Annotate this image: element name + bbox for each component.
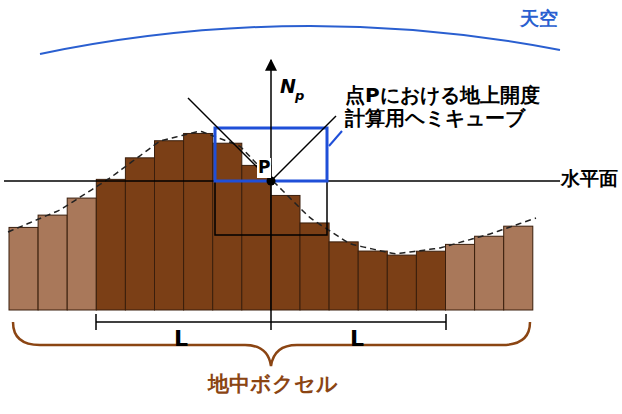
plane-label: 水平面: [561, 168, 618, 190]
hemicube-label: 点Pにおける地上開度 計算用ヘミキューブ: [344, 84, 551, 130]
voxel-bar: [184, 133, 213, 310]
leader-line: [329, 131, 342, 146]
voxel-bar: [475, 236, 504, 310]
voxel-bar: [213, 143, 242, 310]
point-p: [267, 177, 276, 186]
voxel-bar: [358, 251, 387, 310]
sky-label: 天空: [520, 8, 558, 30]
voxel-bar: [446, 244, 475, 310]
brace: [13, 322, 530, 366]
voxel-bar: [67, 198, 96, 310]
sky-arc: [40, 26, 560, 54]
dimension-lines: [96, 314, 446, 330]
center-line: [270, 181, 272, 330]
normal-label: N: [280, 76, 296, 98]
ground-voxel-label: 地中ボクセル: [208, 372, 338, 396]
dimension-label: L: [350, 326, 364, 351]
voxel-bar: [387, 255, 416, 310]
point-label: P: [257, 158, 271, 178]
voxel-bar: [96, 179, 125, 310]
normal-subscript: p: [295, 89, 304, 104]
voxel-bar: [38, 215, 67, 310]
dimension-label: L: [174, 326, 188, 351]
voxel-bar: [504, 226, 533, 310]
view-line: [271, 116, 336, 181]
voxel-bar: [329, 242, 358, 310]
voxel-bar: [242, 165, 271, 310]
voxel-bar: [9, 227, 38, 310]
voxel-bar: [155, 141, 184, 310]
voxel-bar: [300, 223, 329, 310]
view-line: [188, 98, 271, 181]
voxel-bar: [416, 251, 445, 310]
voxel-bar: [271, 195, 300, 310]
